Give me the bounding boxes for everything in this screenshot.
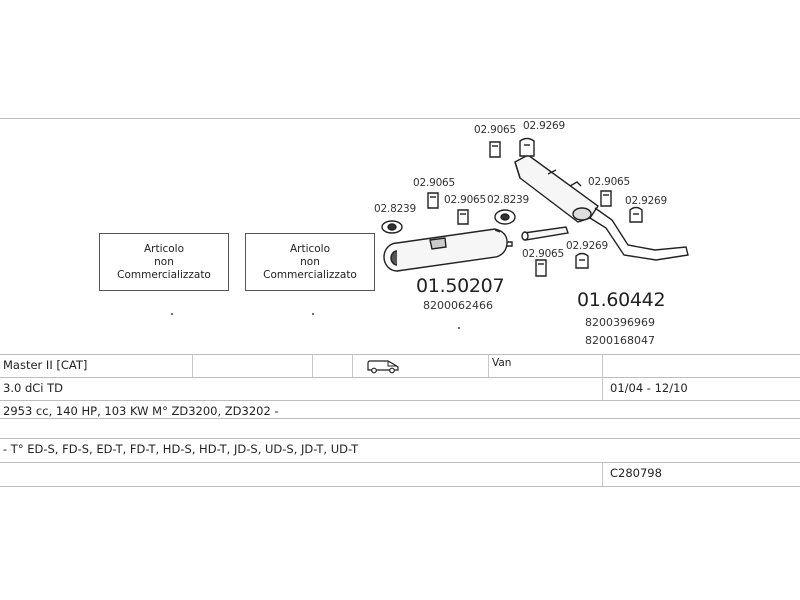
not-commercialized-box-1: Articolo non Commercializzato [99,233,229,291]
clamp-code[interactable]: 02.8239 [487,194,530,206]
row-line-3 [0,418,800,419]
vehicle-spec: 2953 cc, 140 HP, 103 KW M° ZD3200, ZD320… [3,404,279,418]
na-line-2: non [154,255,174,268]
cell-separator [192,355,193,377]
cell-separator [602,463,603,486]
row-line-1 [0,377,800,378]
na-line-3: Commercializzato [263,268,357,281]
row-line-5 [0,462,800,463]
van-icon [366,358,400,374]
clamp-code[interactable]: 02.9269 [625,195,668,207]
not-commercialized-box-2: Articolo non Commercializzato [245,233,375,291]
intermediate-pipe-icon [523,226,569,241]
rear-silencer-icon [514,154,689,261]
rear-silencer-code[interactable]: 01.60442 [577,289,666,311]
row-line-4 [0,438,800,439]
clamp-code[interactable]: 02.9269 [523,120,566,132]
dot-marker [171,313,173,315]
rear-silencer-oem-1: 8200396969 [585,316,655,329]
middle-silencer-code[interactable]: 01.50207 [416,275,505,297]
cell-separator [602,378,603,400]
na-line-1: Articolo [143,242,185,255]
na-line-3: Commercializzato [117,268,211,281]
vehicle-body-type: Van [492,357,512,369]
clamp-code[interactable]: 02.9065 [588,176,631,188]
row-line-2 [0,400,800,401]
middle-silencer-oem: 8200062466 [423,299,493,312]
vehicle-types: - T° ED-S, FD-S, ED-T, FD-T, HD-S, HD-T,… [3,442,359,456]
cell-separator [312,355,313,377]
cell-separator [488,355,489,377]
clamp-code[interactable]: 02.8239 [374,203,417,215]
clamp-code[interactable]: 02.9065 [444,194,487,206]
catalog-number: C280798 [610,466,662,480]
clamp-code[interactable]: 02.9065 [522,248,565,260]
na-line-2: non [300,255,320,268]
cell-separator [352,355,353,377]
na-line-1: Articolo [289,242,331,255]
vehicle-years: 01/04 - 12/10 [610,381,688,395]
rear-silencer-oem-2: 8200168047 [585,334,655,347]
cell-separator [602,355,603,377]
diagram-bottom-border [0,354,800,355]
middle-silencer-icon [383,228,508,272]
row-line-6 [0,486,800,487]
clamp-icon [381,137,643,277]
vehicle-engine: 3.0 dCi TD [3,381,64,395]
clamp-code[interactable]: 02.9065 [413,177,456,189]
clamp-code[interactable]: 02.9269 [566,240,609,252]
dot-marker [458,327,460,329]
connecting-pipe-icon [507,241,513,247]
vehicle-model: Master II [CAT] [3,358,88,372]
dot-marker [312,313,314,315]
clamp-code[interactable]: 02.9065 [474,124,517,136]
top-border [0,118,800,119]
